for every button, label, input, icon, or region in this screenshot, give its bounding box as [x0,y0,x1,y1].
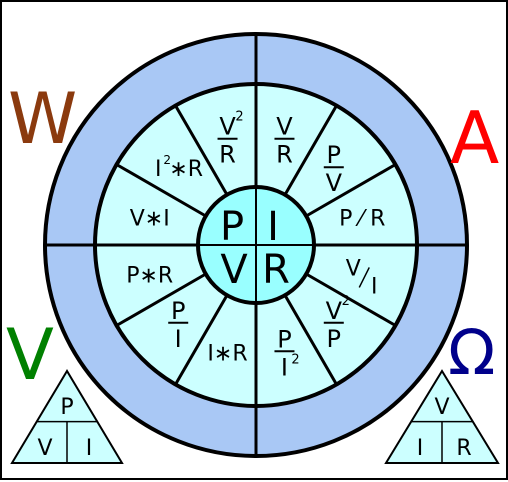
center-resistance-letter: R [262,247,290,293]
center-power-letter: P [220,204,244,250]
slash-mark [358,267,370,288]
ohm-triangle-left-letter: I [417,436,424,461]
formula-numerator: V [276,113,293,141]
formula-denominator: P [327,325,341,353]
formula-numerator: V [346,256,361,281]
segment-divider [283,104,338,196]
formula-inline: P ⁄ R [339,207,385,232]
formula-inline: P∗R [126,263,173,288]
formula-denominator: I [175,325,182,353]
formula-inline: ∗R [169,157,203,182]
segment-divider [174,294,229,386]
power-unit-label: W [8,78,78,160]
formula-numerator: P [327,141,341,169]
formula-numerator: V [326,297,343,325]
formula-inline: I∗R [207,341,247,366]
formula-superscript: 2 [163,153,171,167]
center-voltage-letter: V [220,247,248,293]
power-triangle-right-letter: I [86,436,93,461]
formula-superscript: 2 [291,352,299,367]
center-current-letter: I [267,204,279,250]
power-triangle-top-letter: P [60,395,73,420]
formula-inline: I [155,157,162,182]
formula-denominator: V [326,169,343,197]
segment-divider [115,163,207,218]
formula-denominator: I [281,353,288,381]
formula-superscript: 2 [235,110,243,125]
voltage-unit-label: V [6,314,54,396]
current-unit-label: A [450,96,500,180]
formula-denominator: R [219,141,236,169]
segment-divider [283,294,338,386]
segment-divider [305,163,397,218]
formula-inline: V∗I [130,207,170,232]
formula-numerator: P [171,297,185,325]
ohm-triangle-top-letter: V [434,395,449,420]
formula-superscript: 2 [342,294,350,309]
formula-numerator: P [277,325,291,353]
formula-denominator: I [371,274,378,299]
resistance-unit-label: Ω [448,316,496,389]
ohm-triangle-right-letter: R [456,436,471,461]
formula-denominator: R [276,141,293,169]
segment-divider [115,272,207,327]
segment-divider [174,104,229,196]
segment-divider [305,272,397,327]
formula-numerator: V [219,113,236,141]
power-triangle-left-letter: V [37,436,52,461]
